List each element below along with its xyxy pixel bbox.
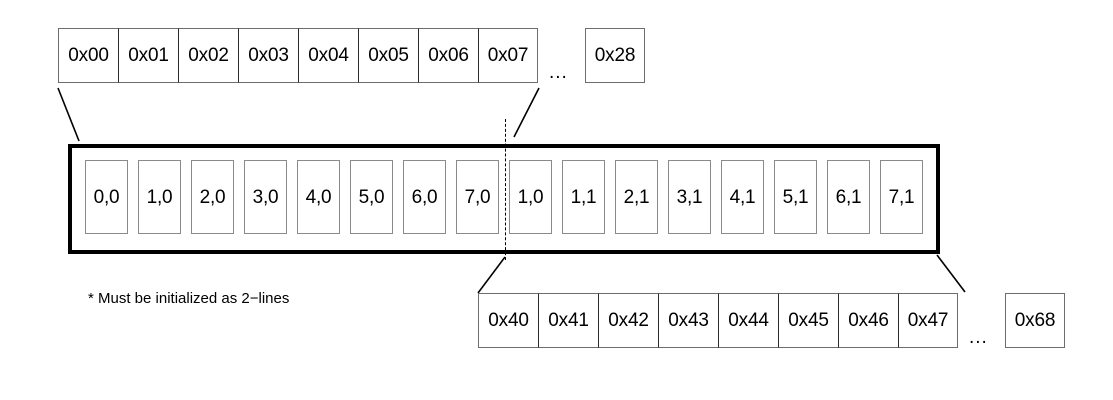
top-row-tail-cell: 0x28 <box>585 28 645 83</box>
top-address-cell: 0x06 <box>418 28 478 83</box>
bottom-row-tail-cell: 0x68 <box>1005 293 1065 348</box>
bottom-address-cell: 0x45 <box>778 293 838 348</box>
bottom-address-cell: 0x41 <box>538 293 598 348</box>
bottom-address-cell: 0x46 <box>838 293 898 348</box>
word-cell: 1,1 <box>562 160 605 234</box>
top-address-cell: 0x05 <box>358 28 418 83</box>
top-address-cell: 0x00 <box>58 28 118 83</box>
word-cell: 7,0 <box>456 160 499 234</box>
bottom-address-cell: 0x47 <box>898 293 958 348</box>
word-cell: 7,1 <box>880 160 923 234</box>
word-cell: 1,0 <box>509 160 552 234</box>
line-split-dashed-marker <box>505 119 506 260</box>
bottom-address-cell: 0x42 <box>598 293 658 348</box>
bottom-address-cell: 0x44 <box>718 293 778 348</box>
word-cell: 3,1 <box>668 160 711 234</box>
top-address-row: 0x00 0x01 0x02 0x03 0x04 0x05 0x06 0x07 <box>58 28 538 83</box>
word-cell: 6,0 <box>403 160 446 234</box>
connector-bottom-left-line <box>477 256 506 294</box>
word-cell: 2,0 <box>191 160 234 234</box>
connector-bottom-right-line <box>936 254 966 293</box>
top-address-cell: 0x03 <box>238 28 298 83</box>
word-cell: 5,1 <box>774 160 817 234</box>
connector-top-right-line <box>513 87 540 138</box>
connector-top-left-line <box>57 87 80 142</box>
top-row-ellipsis: ... <box>549 62 568 83</box>
word-cell: 2,1 <box>615 160 658 234</box>
word-cell: 6,1 <box>827 160 870 234</box>
top-address-cell: 0x07 <box>478 28 538 83</box>
word-cell: 5,0 <box>350 160 393 234</box>
word-cell: 4,0 <box>297 160 340 234</box>
top-address-cell: 0x02 <box>178 28 238 83</box>
bottom-address-cell: 0x43 <box>658 293 718 348</box>
word-cell: 4,1 <box>721 160 764 234</box>
top-address-cell: 0x01 <box>118 28 178 83</box>
caption-note: * Must be initialized as 2−lines <box>88 290 290 307</box>
bottom-address-cell: 0x40 <box>478 293 538 348</box>
cache-line-buffer-box: 0,0 1,0 2,0 3,0 4,0 5,0 6,0 7,0 1,0 1,1 … <box>68 144 940 254</box>
cache-line-word-cells: 0,0 1,0 2,0 3,0 4,0 5,0 6,0 7,0 1,0 1,1 … <box>85 160 923 234</box>
bottom-row-ellipsis: ... <box>969 327 988 348</box>
word-cell: 3,0 <box>244 160 287 234</box>
word-cell: 0,0 <box>85 160 128 234</box>
word-cell: 1,0 <box>138 160 181 234</box>
top-address-cell: 0x04 <box>298 28 358 83</box>
bottom-address-row: 0x40 0x41 0x42 0x43 0x44 0x45 0x46 0x47 <box>478 293 958 348</box>
